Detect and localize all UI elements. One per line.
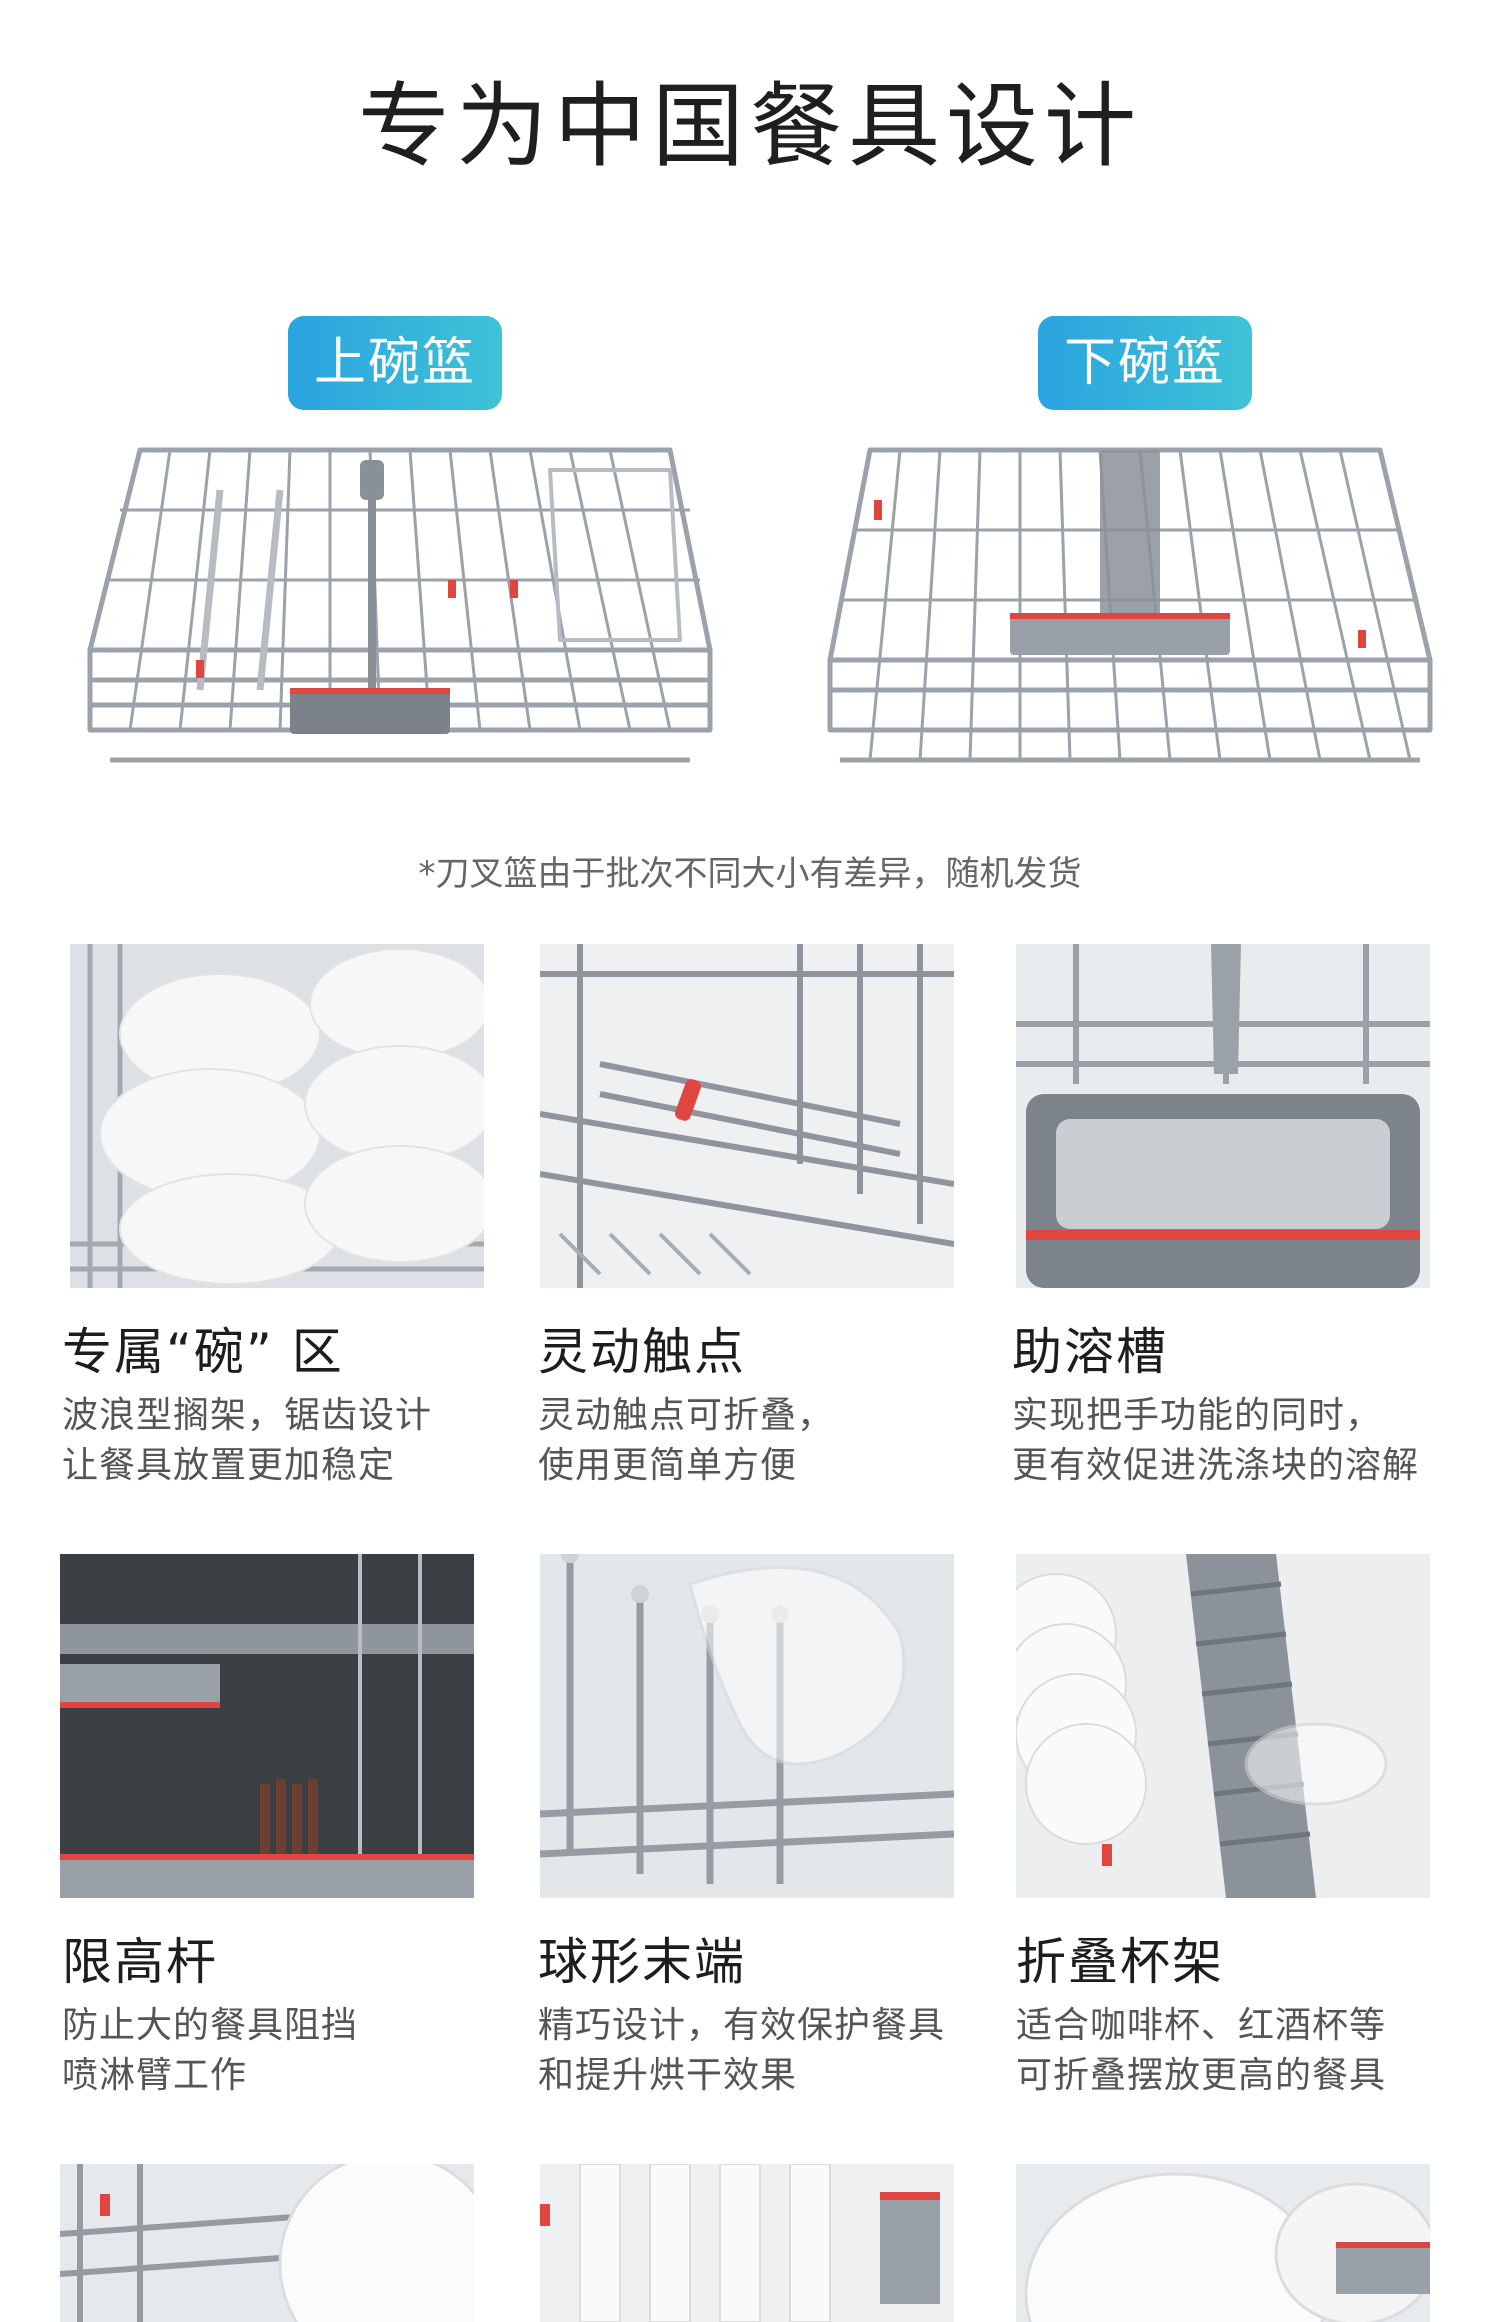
lower-basket-label: 下碗篮 [1038,316,1252,410]
feature-desc-height-limit-bar-1: 防止大的餐具阻挡 [62,2005,359,2046]
height-limit-bar-image [60,1554,474,1898]
basket-note: *刀叉篮由于批次不同大小有差异，随机发货 [418,854,1082,894]
feature-desc-height-limit-bar-2: 喷淋臂工作 [62,2055,248,2096]
upper-basket-label: 上碗篮 [288,316,502,410]
feature-desc-folding-cup-rack-2: 可折叠摆放更高的餐具 [1016,2055,1387,2096]
dissolve-slot-image [1016,944,1430,1288]
feature-desc-flexible-contact-1: 灵动触点可折叠， [538,1395,835,1436]
feature-title-dissolve-slot: 助溶槽 [1012,1323,1168,1381]
plate-holder-image [1016,2164,1430,2322]
feature-desc-folding-cup-rack-1: 适合咖啡杯、红酒杯等 [1016,2005,1387,2046]
feature-desc-dissolve-slot-1: 实现把手功能的同时， [1012,1395,1383,1436]
feature-title-bowl-zone: 专属“碗” 区 [62,1323,344,1381]
feature-desc-dissolve-slot-2: 更有效促进洗涤块的溶解 [1012,1445,1420,1486]
feature-desc-flexible-contact-2: 使用更简单方便 [538,1445,798,1486]
folding-cup-rack-image [1016,1554,1430,1898]
plate-divider-image [540,2164,954,2322]
plate-rack-image [60,2164,474,2322]
feature-desc-ball-end-2: 和提升烘干效果 [538,2055,798,2096]
ball-end-image [540,1554,954,1898]
feature-desc-bowl-zone-1: 波浪型搁架，锯齿设计 [62,1395,433,1436]
feature-title-flexible-contact: 灵动触点 [538,1323,746,1381]
feature-desc-bowl-zone-2: 让餐具放置更加稳定 [62,1445,396,1486]
feature-title-folding-cup-rack: 折叠杯架 [1016,1933,1224,1991]
bowl-zone-image [70,944,484,1288]
feature-desc-ball-end-1: 精巧设计，有效保护餐具 [538,2005,946,2046]
lower-basket-image [827,447,1433,763]
feature-title-height-limit-bar: 限高杆 [62,1933,218,1991]
page-title: 专为中国餐具设计 [357,73,1142,180]
flexible-contact-image [540,944,954,1288]
feature-title-ball-end: 球形末端 [538,1933,746,1991]
upper-basket-image [87,447,713,763]
